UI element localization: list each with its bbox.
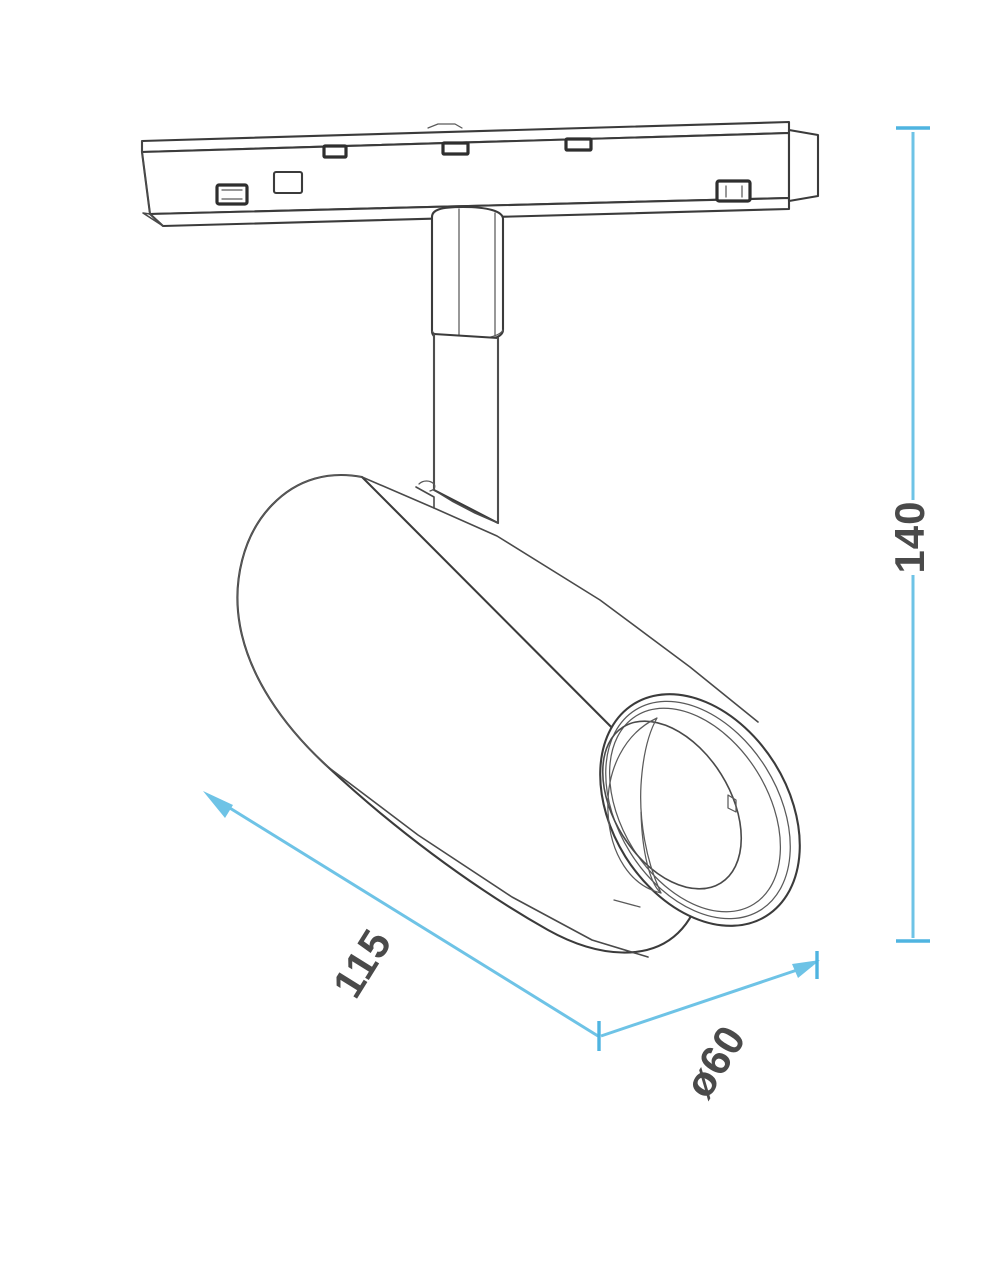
lamp-front-ring-mid [605, 700, 791, 920]
mounting-stem [418, 205, 505, 525]
dim-diameter-label: ø60 [675, 1017, 755, 1106]
rail-top-notch [427, 123, 463, 129]
lamp-stem-seat [415, 486, 435, 509]
rail-end-connector [787, 128, 820, 203]
reflector-inner-arc [640, 811, 662, 894]
dim-length-label: 115 [323, 921, 400, 1006]
track-rail [140, 120, 820, 228]
dim-length-arrow-start [203, 791, 233, 818]
stem-lower-bottom [433, 489, 499, 524]
dim-height-label: 140 [886, 500, 933, 573]
lamp-front-ring-inner-edge [608, 707, 782, 913]
rail-port-left [215, 183, 249, 206]
rail-clip-small-1 [322, 144, 348, 159]
lamp-back-cap [236, 474, 363, 768]
dim-diameter-arrow-end [792, 960, 820, 978]
lamp-top-edge [361, 476, 759, 723]
hinge-pin [418, 480, 436, 492]
dim-length-line [211, 795, 599, 1038]
track-rail-left-edge [141, 140, 151, 215]
rail-port-right [715, 179, 752, 203]
bezel-seam [727, 794, 737, 813]
rail-port-square [272, 170, 304, 195]
rail-clip-small-2 [441, 141, 470, 156]
dimension-diameter-60: ø60 [600, 951, 820, 1106]
stem-lower [432, 332, 500, 525]
lamp-body [236, 474, 801, 958]
bezel-lower-seam [613, 899, 641, 908]
stem-upper [430, 205, 505, 344]
lamp-bottom-edge [327, 766, 649, 958]
dim-diameter-line [600, 963, 813, 1038]
rail-clip-small-3 [564, 137, 593, 152]
track-rail-left-chamfer [142, 212, 164, 227]
lamp-inner-ring [601, 720, 743, 890]
dimension-height-140: 140 [886, 126, 933, 943]
